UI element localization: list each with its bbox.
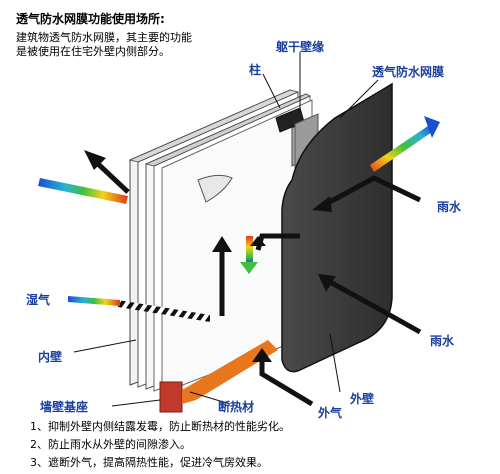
moisture-arrow: [68, 296, 120, 306]
label-rain-top: 雨水: [437, 200, 462, 214]
label-rain-bottom: 雨水: [430, 334, 455, 348]
label-wall-base: 墙壁基座: [40, 400, 89, 414]
note-1: 1、抑制外壁内侧结露发霉，防止断热材的性能劣化。: [30, 420, 290, 433]
vapor-arrow-left: [38, 178, 128, 204]
intro-line-1: 建筑物透气防水网膜，其主要的功能: [16, 31, 192, 44]
vapor-arrow-right: [370, 126, 432, 172]
label-inner-wall: 内壁: [38, 350, 63, 364]
label-column: 柱: [249, 63, 262, 77]
label-frame-edge: 躯干壁缘: [276, 40, 325, 54]
inner-wall-layers: [128, 89, 313, 394]
black-arrow-mid: [250, 233, 300, 251]
note-2: 2、防止雨水从外壁的间隙渗入。: [30, 438, 191, 451]
label-insulation: 断热材: [218, 400, 255, 414]
rain-arrow-bottom: [318, 274, 422, 335]
label-outside-air: 外气: [318, 406, 343, 420]
intro-line-2: 是被使用在住宅外壁内侧部分。: [16, 45, 170, 58]
label-outer-wall: 外壁: [350, 392, 375, 406]
label-moisture: 湿气: [26, 293, 51, 307]
label-membrane: 透气防水网膜: [372, 65, 445, 79]
wall-base-block: [159, 381, 183, 413]
moisture-strip: [118, 300, 210, 322]
note-3: 3、遮断外气，提高隔热性能，促进冷气房效果。: [30, 456, 268, 469]
diagram-title: 透气防水网膜功能使用场所:: [16, 12, 165, 26]
black-arrow-upper-left: [84, 150, 130, 194]
vapor-arrow-down: [240, 236, 258, 274]
rain-arrow-top: [312, 175, 422, 212]
outside-air-arrow: [252, 348, 314, 407]
outside-air-path: [182, 340, 278, 404]
leader-lines: [73, 52, 379, 407]
black-arrow-up: [212, 236, 232, 316]
